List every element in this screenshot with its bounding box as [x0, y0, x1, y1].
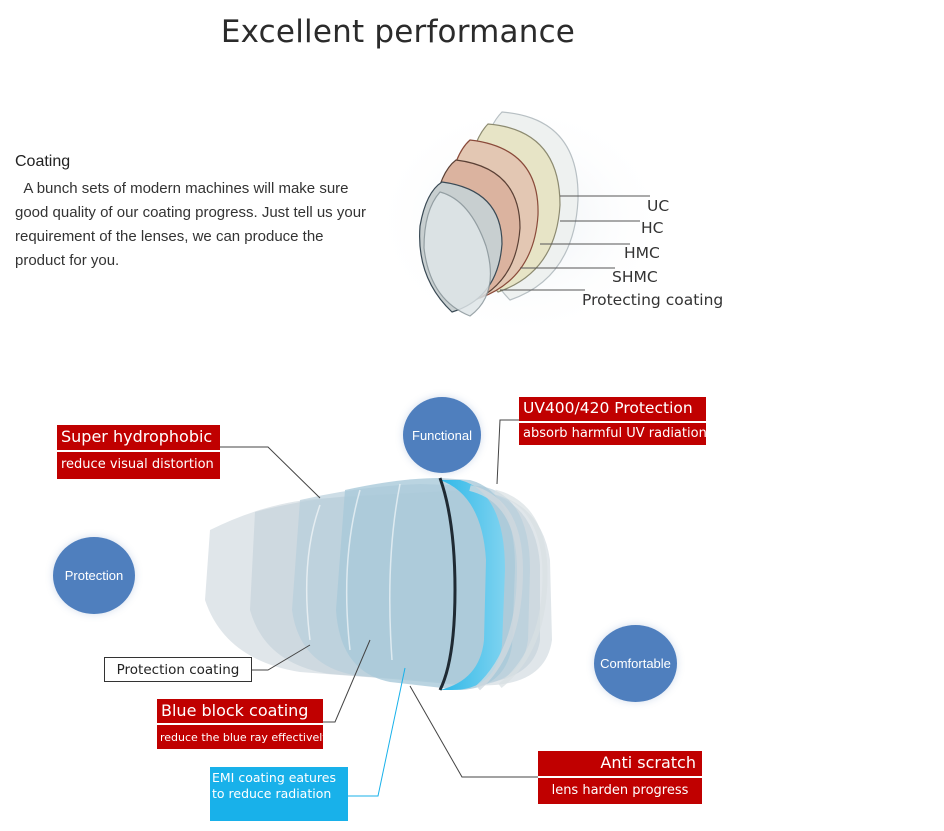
uv-protection-title: UV400/420 Protection [519, 397, 706, 421]
page-title: Excellent performance [220, 14, 576, 50]
comfortable-circle: Comfortable [594, 625, 677, 702]
coating-description: A bunch sets of modern machines will mak… [15, 180, 367, 269]
layer-label-hmc: HMC [624, 244, 660, 262]
blue-block-title: Blue block coating [157, 699, 323, 723]
protection-coating-label: Protection coating [104, 657, 252, 682]
protection-circle: Protection [53, 537, 135, 614]
stacked-lens-layers [419, 111, 579, 317]
layer-label-uc: UC [647, 197, 670, 215]
super-hydrophobic-sub: reduce visual distortion [57, 452, 220, 479]
coating-heading: Coating [15, 153, 71, 170]
layer-label-hc: HC [641, 219, 664, 237]
super-hydrophobic-title: Super hydrophobic [57, 425, 220, 450]
layer-label-shmc: SHMC [612, 268, 658, 286]
emi-coating-label: EMI coating eatures to reduce radiation [210, 767, 348, 821]
uv-protection-sub: absorb harmful UV radiation [519, 423, 707, 445]
functional-circle: Functional [403, 397, 481, 473]
layer-label-protecting-coating: Protecting coating [582, 291, 724, 309]
blue-block-sub: reduce the blue ray effectively [157, 725, 329, 749]
lens-cross-section [205, 477, 552, 691]
anti-scratch-title: Anti scratch [538, 751, 702, 776]
anti-scratch-sub: lens harden progress [538, 778, 702, 804]
